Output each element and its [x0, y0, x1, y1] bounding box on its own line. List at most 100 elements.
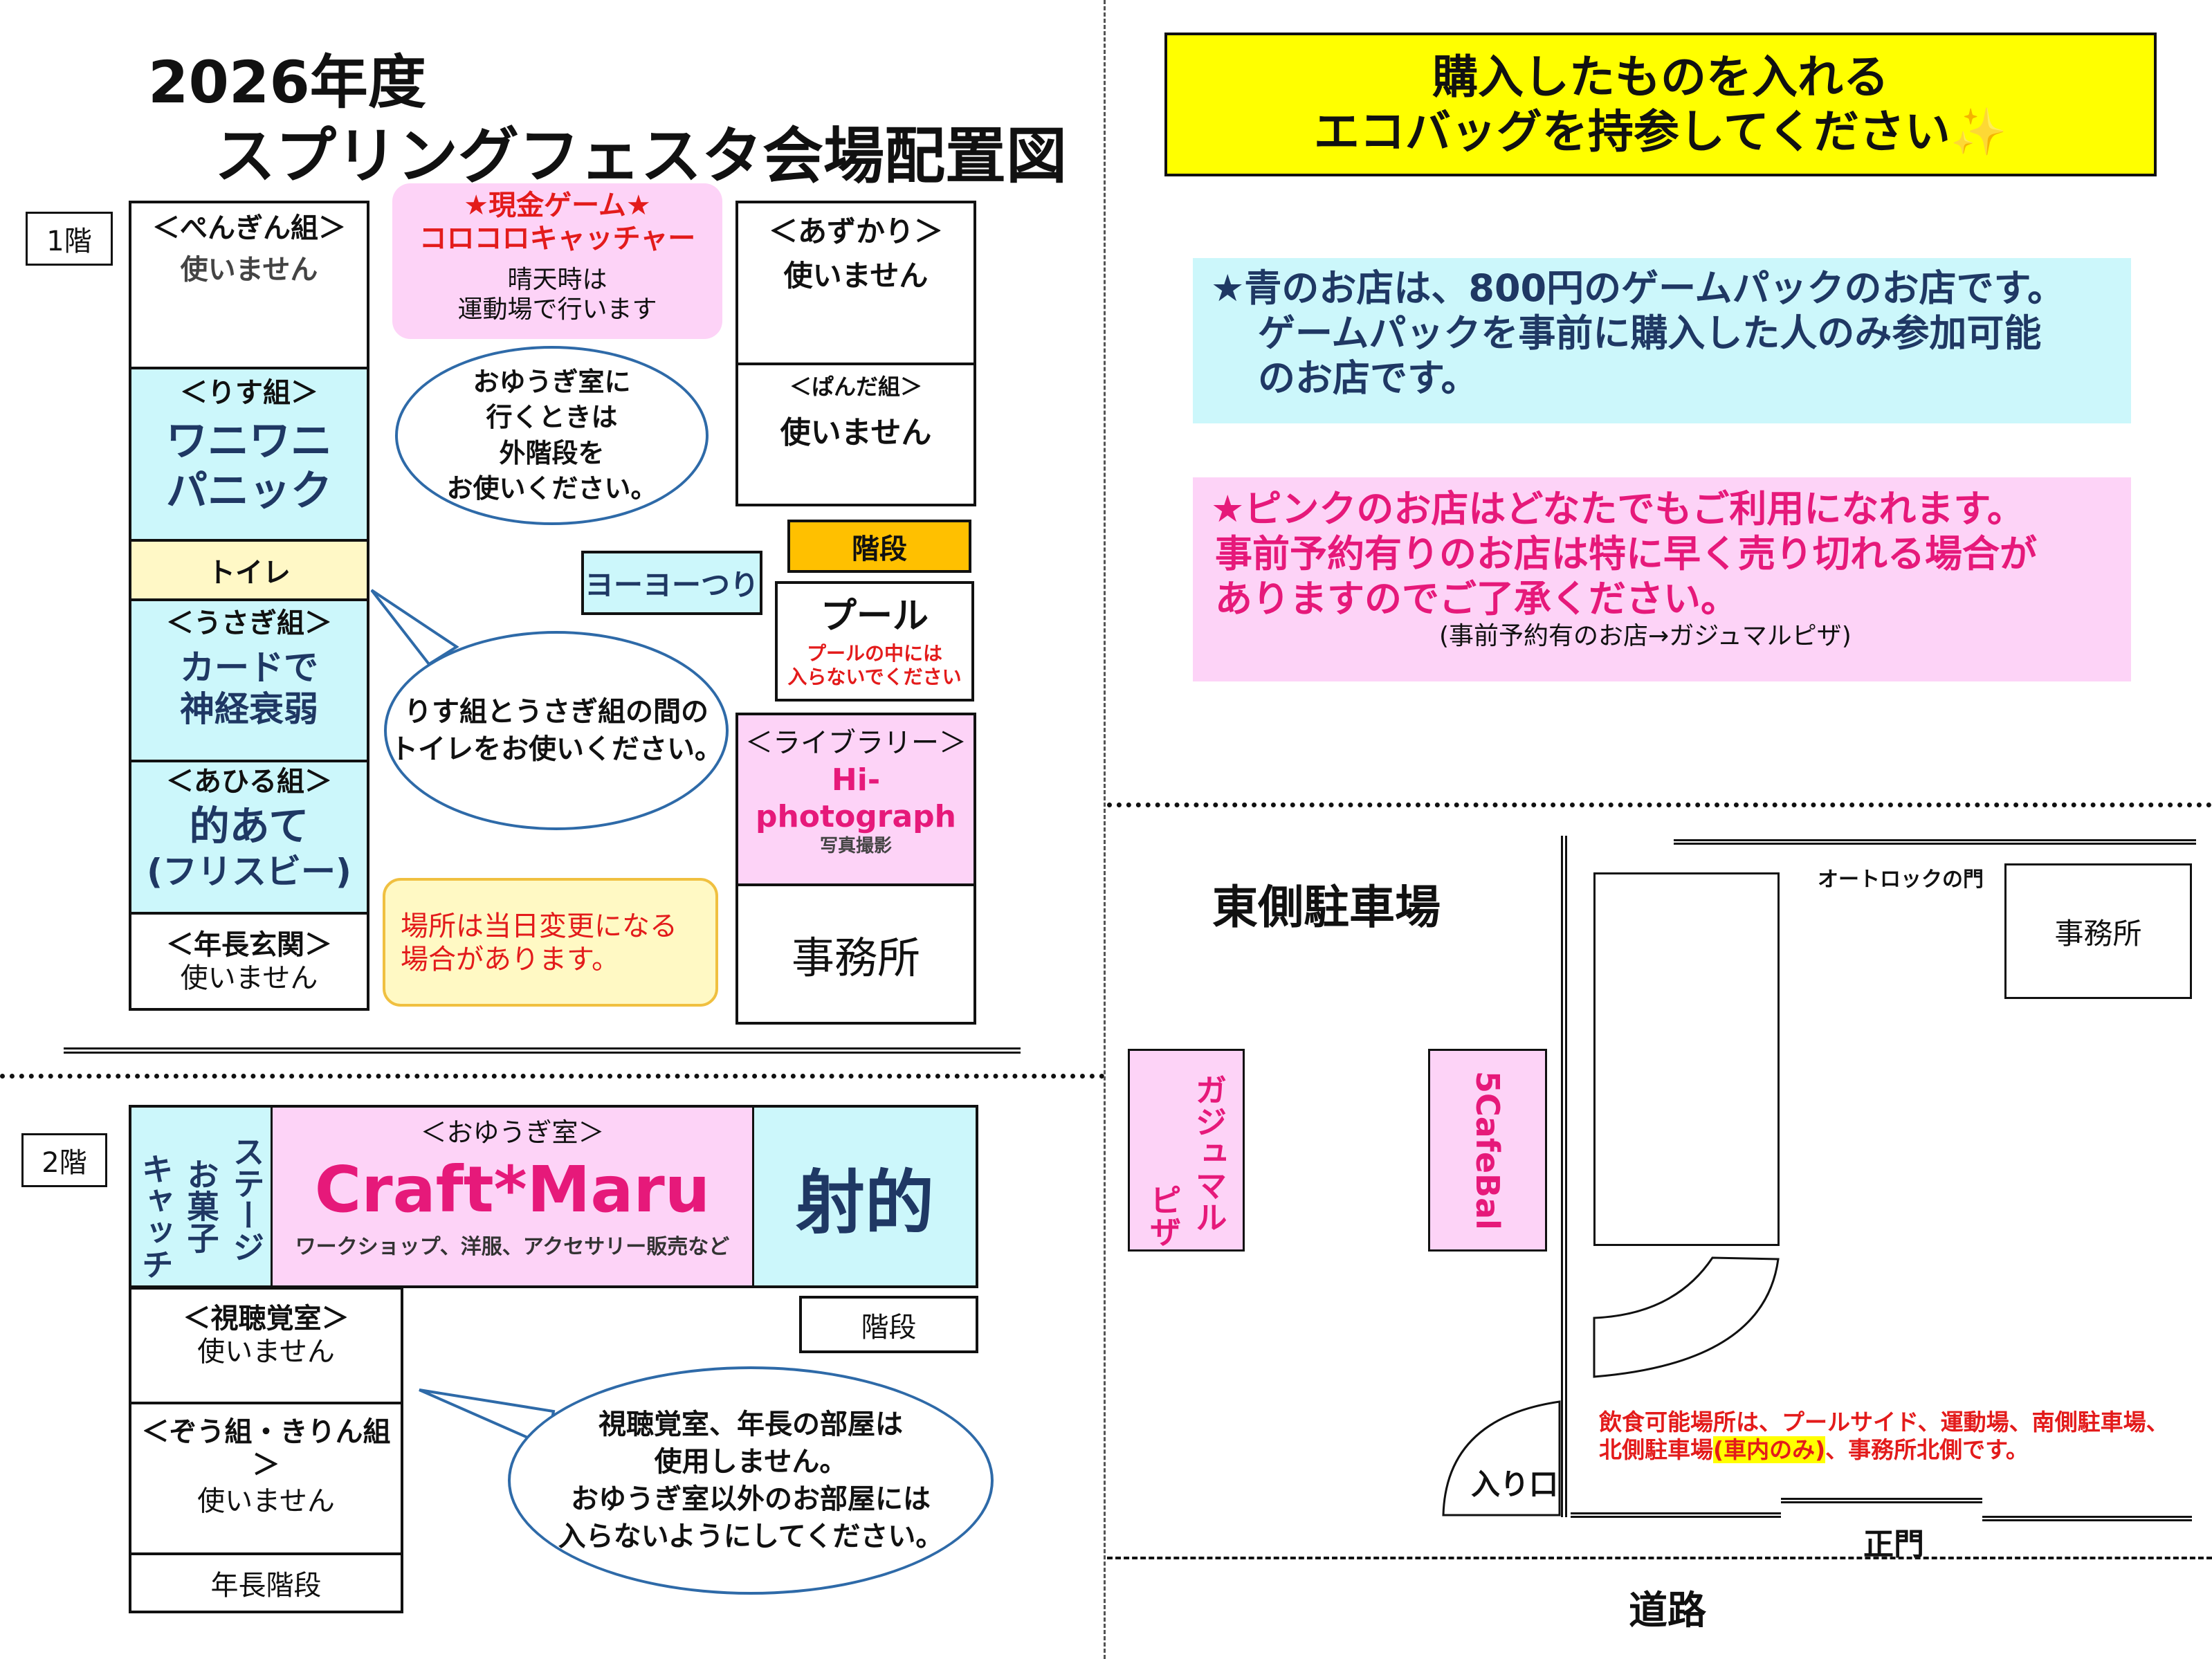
stage-text: ステージ — [228, 1135, 266, 1263]
nencho-stairs: 年長階段 — [129, 1552, 403, 1613]
shop-name: 神経衰弱 — [180, 689, 318, 729]
autolock-gate-label: オートロックの門 — [1818, 868, 1984, 892]
note-highlight: (車内のみ) — [1713, 1436, 1826, 1463]
notice-line-wrap: エコバッグを持参してください✨ — [1314, 104, 2007, 159]
sparkles-icon: ✨ — [1950, 105, 2008, 158]
note-text: 北側駐車場 — [1599, 1436, 1713, 1463]
note-text: 、事務所北側です。 — [1825, 1436, 2029, 1463]
stage-text: お菓子 — [182, 1157, 220, 1254]
room-group: ＜ぞう組・きりん組＞ — [141, 1416, 391, 1481]
entrance-label: 入り口 — [1471, 1467, 1559, 1501]
room-group: ＜ぱんだ組＞ — [789, 374, 922, 400]
cash-game-name: コロコロキャッチャー — [419, 223, 696, 255]
room-av: ＜視聴覚室＞ 使いません — [129, 1287, 403, 1404]
notice-line: エコバッグを持参してください — [1313, 105, 1950, 158]
room-zou-kirin: ＜ぞう組・きりん組＞ 使いません — [129, 1402, 403, 1555]
shop-name: ワニワニ — [166, 417, 332, 466]
shop-name: 射的 — [796, 1162, 934, 1243]
floor-divider — [64, 1047, 1021, 1054]
building — [1593, 872, 1780, 1246]
change-note: 場所は当日変更になる 場合があります。 — [383, 878, 718, 1007]
stairs-label: 階段 — [852, 533, 907, 565]
room-status: 使いません — [180, 962, 318, 994]
room-group: ＜あずかり＞ — [768, 214, 943, 248]
office-label: 事務所 — [791, 933, 920, 983]
note-line: ★ピンクのお店はどなたでもご利用になれます。 — [1211, 487, 2024, 531]
shop-5cafebal: 5CafeBal — [1428, 1049, 1547, 1252]
entrance-door — [1442, 1400, 1561, 1516]
note-line: おゆうぎ室以外のお部屋には — [571, 1483, 931, 1515]
room-group: ＜おゆうぎ室＞ — [420, 1117, 605, 1148]
pool-note: 入らないでください — [787, 665, 962, 688]
shop-shateki: 射的 — [752, 1108, 976, 1285]
office-floor1: 事務所 — [735, 883, 976, 1025]
shop-sub: 写真撮影 — [819, 835, 892, 856]
stairs-floor1: 階段 — [787, 520, 971, 573]
shop-name: 的あて — [189, 803, 309, 850]
room-group: ＜ぺんぎん組＞ — [152, 212, 346, 244]
room-group: ＜年長玄関＞ — [166, 929, 332, 961]
note-line-wrap: 北側駐車場(車内のみ)、事務所北側です。 — [1599, 1436, 2169, 1464]
cash-game-note: 運動場で行います — [457, 295, 657, 324]
vertical-divider — [1104, 0, 1106, 1659]
pink-shop-note: ★ピンクのお店はどなたでもご利用になれます。 事前予約有りのお店は特に早く売り切… — [1193, 477, 2131, 681]
shop-gajumaru-pizza: ガジュマル ピザ — [1128, 1049, 1245, 1252]
notice-line: 購入したものを入れる — [1432, 50, 1889, 104]
note-line: りす組とうさぎ組の間の — [404, 696, 709, 728]
note-line: (事前予約有のお店→ガジュマルピザ) — [1439, 622, 1852, 651]
room-status: 使いません — [197, 1336, 335, 1368]
shop-name: ピザ — [1144, 1183, 1182, 1247]
room-status: 使いません — [197, 1485, 335, 1517]
note-line: ゲームパックを事前に購入した人のみ参加可能 — [1258, 311, 2042, 355]
page-title: スプリングフェスタ会場配置図 — [214, 120, 1068, 192]
note-line: 視聴覚室、年長の部屋は — [598, 1409, 903, 1440]
wall-bottom — [1781, 1498, 1982, 1503]
wall-bottom — [1982, 1516, 2192, 1521]
note-line: トイレをお使いください。 — [390, 733, 722, 765]
floor1-label: 1階 — [26, 212, 113, 266]
shop-desc: ワークショップ、洋服、アクセサリー販売など — [295, 1234, 730, 1259]
shop-name: パニック — [166, 467, 332, 515]
stage-text: キャッチ — [136, 1152, 174, 1280]
room-group: ＜ライブラリー＞ — [745, 727, 967, 759]
stairs-label: 年長階段 — [210, 1570, 322, 1602]
room-nencho-entrance: ＜年長玄関＞ 使いません — [129, 912, 369, 1011]
map-office: 事務所 — [2004, 863, 2192, 999]
floor2-note-bubble: 視聴覚室、年長の部屋は 使用しません。 おゆうぎ室以外のお部屋には 入らないよう… — [508, 1366, 994, 1595]
pool-note: プールの中には — [806, 642, 942, 666]
room-risu: ＜りす組＞ ワニワニ パニック — [129, 367, 369, 542]
note-line: のお店です。 — [1258, 356, 1479, 400]
playroom-craftmaru: ＜おゆうぎ室＞ Craft*Maru ワークショップ、洋服、アクセサリー販売など — [273, 1108, 752, 1285]
note-line: ありますのでご了承ください。 — [1215, 576, 1738, 621]
cash-game-title: ★現金ゲーム★ — [464, 190, 651, 221]
east-parking-label: 東側駐車場 — [1212, 881, 1441, 934]
room-group: ＜うさぎ組＞ — [166, 607, 332, 639]
shop-yoyo: ヨーヨーつり — [581, 551, 762, 615]
floor2-label-text: 2階 — [42, 1147, 87, 1179]
note-line: 事前予約有りのお店は特に早く売り切れる場合が — [1215, 531, 2037, 576]
floor1-label-text: 1階 — [46, 226, 92, 257]
pool-label: プール — [820, 596, 929, 637]
floor2-top-row: ステージ お菓子 キャッチ ＜おゆうぎ室＞ Craft*Maru ワークショップ… — [129, 1105, 978, 1288]
note-line: ★青のお店は、800円のゲームパックのお店です。 — [1211, 266, 2065, 310]
shop-name: ガジュマル — [1190, 1073, 1228, 1233]
wall-vertical — [1561, 836, 1567, 1517]
stairs-label: 階段 — [861, 1311, 917, 1344]
note-line: 使用しません。 — [654, 1446, 848, 1478]
title-year: 2026年度 — [148, 48, 426, 116]
office-label: 事務所 — [2054, 916, 2142, 951]
cash-game-box: ★現金ゲーム★ コロコロキャッチャー 晴天時は 運動場で行います — [392, 183, 722, 339]
road-line — [1107, 1557, 2212, 1559]
wall-bottom — [1571, 1512, 1781, 1518]
blue-shop-note: ★青のお店は、800円のゲームパックのお店です。 ゲームパックを事前に購入した人… — [1193, 258, 2131, 423]
room-ahiru: ＜あひる組＞ 的あて (フリスビー) — [129, 760, 369, 915]
pool: プール プールの中には 入らないでください — [775, 581, 974, 702]
shop-name: カードで — [180, 648, 318, 688]
toilet-label: トイレ — [208, 557, 291, 589]
note-line: 外階段を — [499, 437, 605, 468]
curved-building — [1593, 1256, 1780, 1378]
room-group: ＜あひる組＞ — [166, 766, 332, 798]
note-line: 場合があります。 — [401, 944, 619, 975]
room-group: ＜視聴覚室＞ — [183, 1303, 349, 1335]
road-label: 道路 — [1629, 1588, 1706, 1633]
